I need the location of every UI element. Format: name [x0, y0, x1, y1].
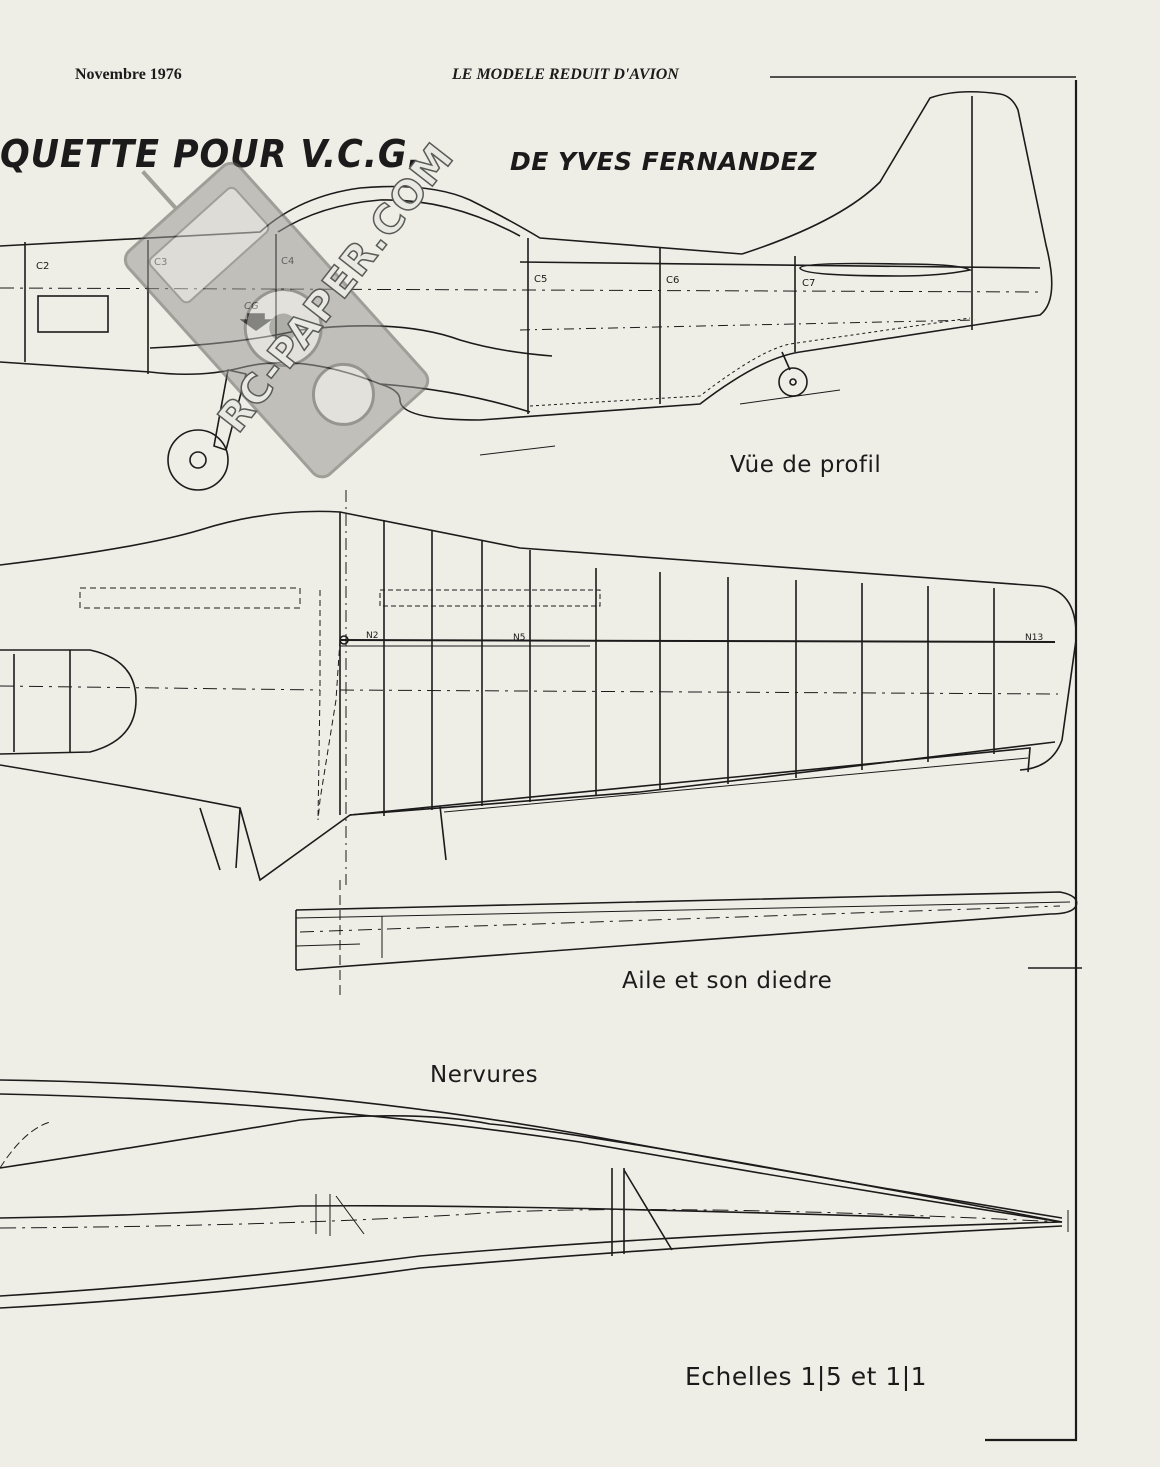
wing-label: Aile et son diedre: [622, 968, 833, 994]
author-line: DE YVES FERNANDEZ: [510, 147, 817, 176]
former-label-c2: C2: [36, 261, 49, 272]
wing-plan-view: [0, 490, 1077, 885]
ribs-label: Nervures: [430, 1062, 539, 1088]
ribs-full-size: [0, 1079, 1069, 1309]
wing-dihedral-view: [295, 880, 1082, 998]
former-label-c5: C5: [534, 274, 547, 285]
page-title: QUETTE POUR V.C.G.: [0, 132, 422, 176]
former-label-c6: C6: [666, 275, 679, 286]
header-magazine: LE MODELE REDUIT D'AVION: [452, 66, 679, 83]
scales-label: Echelles 1|5 et 1|1: [685, 1362, 928, 1391]
former-label-c3: C3: [154, 257, 167, 268]
frame-right-border: [985, 80, 1078, 1442]
header-date: Novembre 1976: [75, 66, 182, 83]
rib-label-n13: N13: [1025, 633, 1043, 643]
former-label-c7: C7: [802, 278, 815, 289]
cg-label: CG: [244, 301, 259, 312]
former-label-c4: C4: [281, 256, 294, 267]
rib-label-n5: N5: [513, 633, 525, 643]
rib-label-n2: N2: [366, 631, 378, 641]
side-view-label: Vüe de profil: [730, 452, 882, 478]
